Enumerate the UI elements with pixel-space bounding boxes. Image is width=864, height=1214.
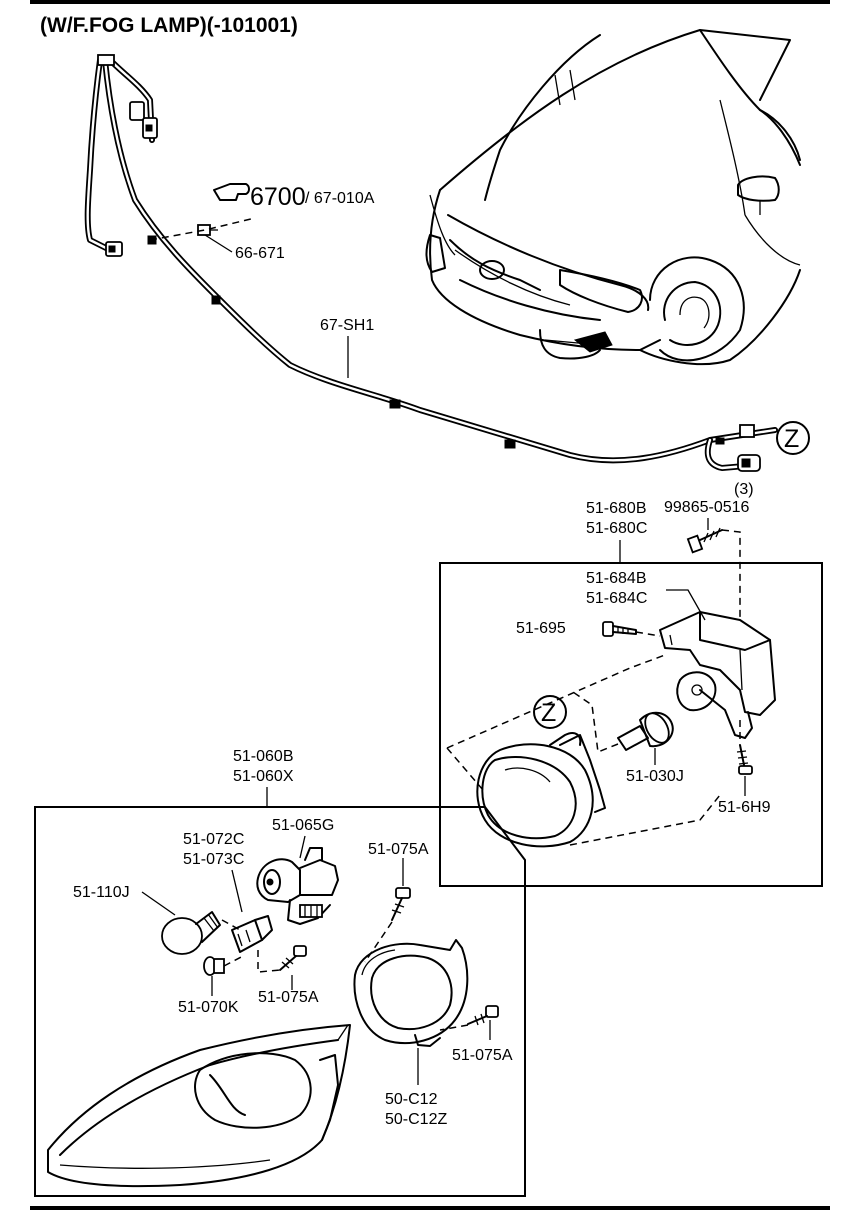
label-unit: 51-065G (272, 817, 334, 834)
label-turn-bulb: 51-110J (73, 884, 130, 901)
bottom-rule (30, 1206, 830, 1210)
small-bulb (203, 956, 225, 976)
bolt-51-695 (602, 621, 637, 637)
harness-connectors (97, 54, 761, 472)
screw-51-075a-left (279, 945, 307, 971)
vehicle-outline (425, 29, 801, 366)
top-rule (30, 0, 830, 4)
label-screw-a2: 51-075A (368, 841, 429, 858)
label-bolt: 51-695 (516, 620, 566, 637)
label-ref-main: 6700 (250, 183, 306, 211)
label-bracket-1: 51-684B (586, 570, 647, 587)
screw-51-075a-right (467, 1005, 499, 1026)
label-headlamp-1: 51-060B (233, 748, 294, 765)
label-view-z-1: Z (784, 425, 799, 453)
label-bracket-2: 51-684C (586, 590, 647, 607)
fog-lamp (476, 732, 606, 848)
label-socket-2: 51-073C (183, 851, 244, 868)
label-fog-screw: 51-6H9 (718, 799, 771, 816)
pointing-hand-icon (213, 183, 250, 201)
label-bezel-2: 50-C12Z (385, 1111, 447, 1128)
screw-51-075a-top (391, 887, 411, 921)
label-fog-bulb: 51-030J (626, 768, 684, 785)
label-screw-a3: 51-075A (452, 1047, 513, 1064)
label-view-z-2: Z (541, 699, 556, 727)
headlamp-box (34, 806, 526, 1197)
screw-51-6h9 (736, 744, 753, 775)
page-title: (W/F.FOG LAMP)(-101001) (40, 14, 298, 37)
turn-bulb (161, 911, 221, 955)
view-z-circle-1 (776, 421, 810, 455)
label-socket-1: 51-072C (183, 831, 244, 848)
label-screw-a1: 51-075A (258, 989, 319, 1006)
label-clip: 66-671 (235, 245, 285, 262)
screw-99865 (686, 527, 723, 554)
fog-bracket (659, 611, 776, 739)
headlamp-assembly (47, 1024, 351, 1188)
label-small-bulb: 51-070K (178, 999, 239, 1016)
fog-bezel (353, 939, 469, 1047)
fog-bulb (617, 711, 674, 751)
label-ref-sub: / 67-010A (305, 190, 375, 207)
leveling-unit (256, 847, 339, 925)
label-bezel-1: 50-C12 (385, 1091, 438, 1108)
label-bracket-assy-2: 51-680C (586, 520, 647, 537)
label-screw-qty: (3) (734, 481, 754, 498)
view-z-circle-2 (533, 695, 567, 729)
bulb-socket (231, 915, 273, 953)
label-bracket-assy-1: 51-680B (586, 500, 647, 517)
label-screw-part: 99865-0516 (664, 499, 750, 516)
fog-lamp-box (439, 562, 823, 887)
label-headlamp-2: 51-060X (233, 768, 294, 785)
label-harness: 67-SH1 (320, 317, 374, 334)
